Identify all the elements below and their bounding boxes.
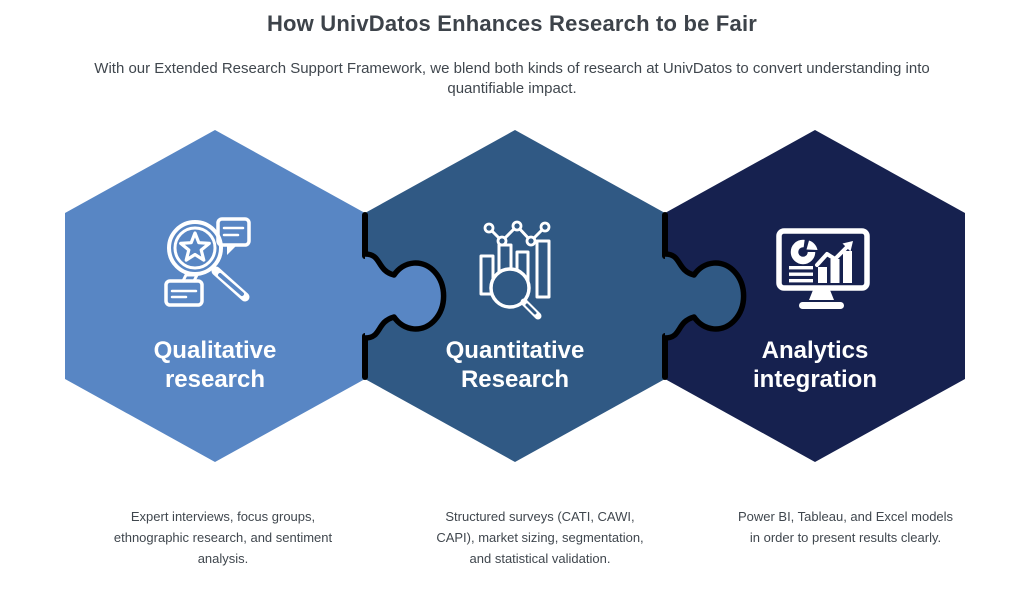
bar xyxy=(479,254,495,296)
star-icon xyxy=(179,231,211,262)
piece-label-analytics: Analytics integration xyxy=(753,337,877,393)
monitor-frame xyxy=(776,228,870,291)
bar xyxy=(535,239,551,299)
puzzle-knob-1 xyxy=(362,251,447,341)
piece-label-quantitative: Quantitative Research xyxy=(445,337,585,393)
pie-chart xyxy=(790,239,816,265)
bar xyxy=(818,267,827,283)
magnifier-lens xyxy=(489,267,531,309)
magnifier-lens xyxy=(167,220,223,276)
magnifier-star-review-icon xyxy=(164,217,251,307)
page-subtitle: With our Extended Research Support Frame… xyxy=(94,60,930,97)
bar-chart-magnifier-icon xyxy=(479,220,551,320)
list-line xyxy=(789,279,813,283)
analytics-dashboard-monitor-icon xyxy=(776,228,870,309)
page-title: How UnivDatos Enhances Research to be Fa… xyxy=(266,11,758,36)
puzzle-knob-2 xyxy=(662,251,747,341)
piece-description-analytics: Power BI, Tableau, and Excel models in o… xyxy=(737,509,954,545)
arrowhead xyxy=(842,241,853,252)
list-line xyxy=(789,272,813,276)
hexagon-qualitative xyxy=(65,130,365,462)
piece-label-qualitative: Qualitative research xyxy=(153,337,277,393)
bar xyxy=(843,251,852,283)
chat-bubble-tail xyxy=(227,244,238,255)
bar xyxy=(830,259,840,283)
monitor-base xyxy=(799,302,844,309)
piece-description-qualitative: Expert interviews, focus groups, ethnogr… xyxy=(113,509,333,566)
monitor-stand xyxy=(809,290,834,300)
list-line xyxy=(789,266,813,270)
growth-arrow xyxy=(815,244,850,267)
pie-slice xyxy=(806,240,818,250)
piece-description-quantitative: Structured surveys (CATI, CAWI, CAPI), m… xyxy=(436,509,644,566)
